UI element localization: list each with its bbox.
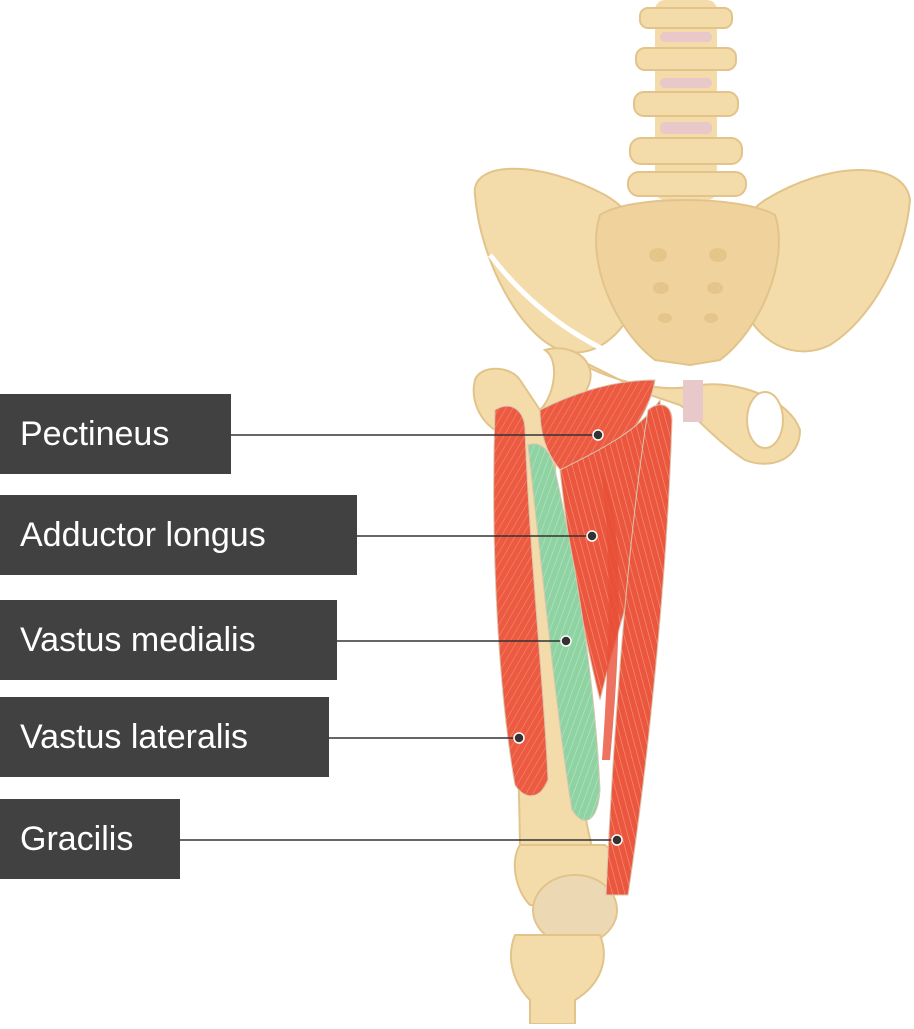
pelvis [473, 167, 912, 465]
label-pectineus: Pectineus [0, 394, 231, 474]
label-text-gracilis: Gracilis [20, 820, 134, 858]
label-text-pectineus: Pectineus [20, 415, 170, 453]
vastus-medialis-muscle [527, 443, 601, 821]
label-vastus-medialis: Vastus medialis [0, 600, 337, 680]
label-adductor-longus: Adductor longus [0, 495, 357, 575]
spine [627, 0, 747, 210]
gracilis-leader-dot [611, 834, 623, 846]
label-text-vastus-lateralis: Vastus lateralis [20, 718, 249, 756]
vastus-lateralis-leader-dot [513, 732, 525, 744]
pectineus-muscle [539, 379, 656, 476]
label-vastus-lateralis: Vastus lateralis [0, 697, 329, 777]
vastus-lateralis-muscle [493, 405, 549, 797]
leader-lines [180, 429, 623, 846]
label-gracilis: Gracilis [0, 799, 180, 879]
vastus-medialis-leader-dot [560, 635, 572, 647]
label-text-adductor-longus: Adductor longus [20, 516, 266, 554]
muscles [493, 379, 673, 896]
pectineus-leader-dot [592, 429, 604, 441]
adductor-longus-leader-dot [586, 530, 598, 542]
gracilis-muscle [605, 404, 673, 896]
label-text-vastus-medialis: Vastus medialis [20, 621, 256, 659]
